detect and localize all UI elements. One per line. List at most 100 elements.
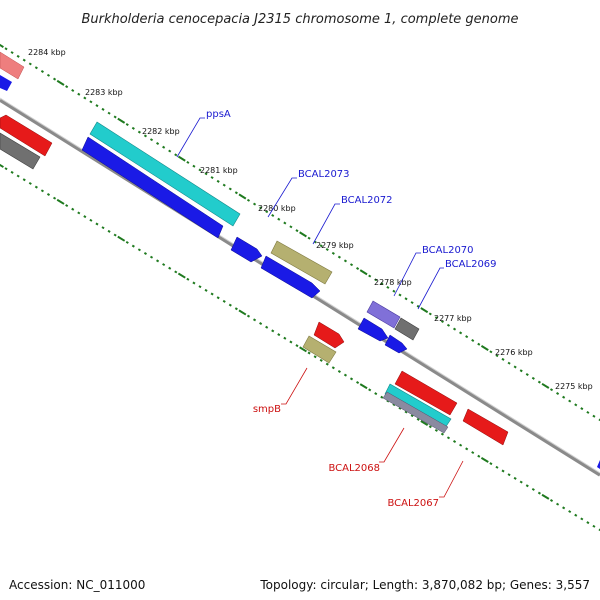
minor-tick	[89, 100, 93, 104]
leader-line	[393, 252, 421, 297]
feature-gray[interactable]	[394, 317, 420, 341]
major-tick	[56, 79, 65, 86]
minor-tick	[386, 285, 390, 289]
cds-minus[interactable]	[394, 370, 458, 416]
minor-tick	[40, 189, 44, 193]
minor-tick	[337, 255, 341, 259]
minor-tick	[349, 377, 354, 381]
cds-minus[interactable]	[462, 408, 509, 446]
minor-tick	[271, 329, 275, 333]
minor-tick	[83, 96, 87, 100]
map-title: Burkholderia cenocepacia J2315 chromosom…	[81, 12, 518, 27]
minor-tick	[556, 392, 560, 395]
gene-label-bcal2069[interactable]: BCAL2069	[445, 259, 497, 270]
gene-label-bcal2067[interactable]: BCAL2067	[387, 498, 439, 509]
tick-label: 2275 kbp	[555, 382, 593, 391]
gene-label-smpb[interactable]: smpB	[253, 404, 281, 415]
minor-tick	[53, 196, 57, 200]
minor-tick	[216, 179, 220, 183]
minor-tick	[10, 170, 14, 174]
feature-olive[interactable]	[302, 335, 337, 364]
tick-label: 2276 kbp	[495, 348, 533, 357]
minor-tick	[404, 297, 408, 301]
minor-tick	[428, 312, 432, 316]
minor-tick	[283, 336, 287, 340]
feature-purple[interactable]	[366, 300, 401, 329]
cds-plus[interactable]	[384, 334, 408, 354]
minor-tick	[319, 358, 323, 362]
minor-tick	[234, 307, 238, 311]
leader-line	[267, 177, 297, 218]
minor-tick	[198, 168, 202, 172]
feature-gray[interactable]	[382, 391, 449, 434]
minor-tick	[398, 406, 402, 410]
cds-plus[interactable]	[357, 317, 389, 342]
minor-tick	[228, 187, 232, 191]
cds-minus[interactable]	[0, 114, 53, 157]
tick-label: 2280 kbp	[258, 204, 296, 213]
minor-tick	[507, 473, 511, 477]
minor-tick	[313, 355, 317, 359]
minor-tick	[192, 164, 196, 168]
feature-pink[interactable]	[0, 51, 25, 80]
cds-plus[interactable]	[230, 236, 263, 263]
leader-line	[379, 427, 405, 463]
cds-plus-ppsa[interactable]	[81, 136, 224, 239]
minor-tick	[525, 484, 529, 488]
feature-gray[interactable]	[0, 132, 41, 170]
tick-label: 2278 kbp	[374, 278, 412, 287]
minor-tick	[368, 274, 372, 278]
minor-tick	[501, 469, 505, 473]
minor-tick	[598, 528, 600, 532]
cds-plus[interactable]	[0, 75, 12, 91]
cds-minus[interactable]	[313, 321, 345, 349]
minor-tick	[77, 211, 81, 215]
feature-teal[interactable]	[89, 121, 241, 227]
minor-tick	[137, 248, 141, 252]
minor-tick	[22, 58, 26, 62]
cds-plus[interactable]	[597, 460, 600, 469]
minor-tick	[162, 145, 166, 149]
minor-tick	[459, 331, 463, 335]
minor-tick	[410, 301, 414, 305]
major-tick	[117, 235, 126, 242]
major-tick	[420, 307, 429, 314]
minor-tick	[174, 270, 178, 274]
feature-olive[interactable]	[270, 240, 333, 285]
minor-tick	[549, 388, 554, 392]
leader-line	[176, 117, 205, 158]
leader-line	[281, 367, 308, 405]
minor-tick	[216, 296, 220, 300]
minor-tick	[113, 115, 117, 119]
inner-tick-ring	[0, 163, 600, 532]
minor-tick	[131, 244, 135, 248]
minor-tick	[101, 226, 105, 230]
minor-tick	[277, 333, 281, 337]
gene-label-bcal2073[interactable]: BCAL2073	[298, 169, 350, 180]
minor-tick	[489, 350, 493, 354]
gene-label-ppsa[interactable]: ppsA	[206, 109, 231, 120]
minor-tick	[465, 447, 469, 451]
minor-tick	[392, 289, 396, 293]
cds-plus[interactable]	[260, 255, 321, 299]
gene-label-bcal2070[interactable]: BCAL2070	[422, 245, 474, 256]
minor-tick	[337, 369, 341, 373]
gene-label-bcal2068[interactable]: BCAL2068	[328, 463, 380, 474]
major-tick	[177, 155, 186, 162]
major-tick	[541, 382, 550, 389]
minor-tick	[137, 130, 141, 134]
minor-tick	[253, 318, 257, 322]
minor-tick	[265, 210, 269, 214]
minor-tick	[28, 181, 32, 185]
minor-tick	[210, 292, 214, 296]
minor-tick	[89, 218, 93, 222]
minor-tick	[428, 425, 432, 429]
minor-tick	[40, 70, 44, 73]
minor-tick	[265, 325, 269, 329]
minor-tick	[289, 225, 293, 229]
minor-tick	[404, 410, 408, 414]
minor-tick	[186, 277, 190, 281]
gene-label-bcal2072[interactable]: BCAL2072	[341, 195, 393, 206]
minor-tick	[507, 361, 511, 365]
minor-tick	[34, 185, 38, 189]
